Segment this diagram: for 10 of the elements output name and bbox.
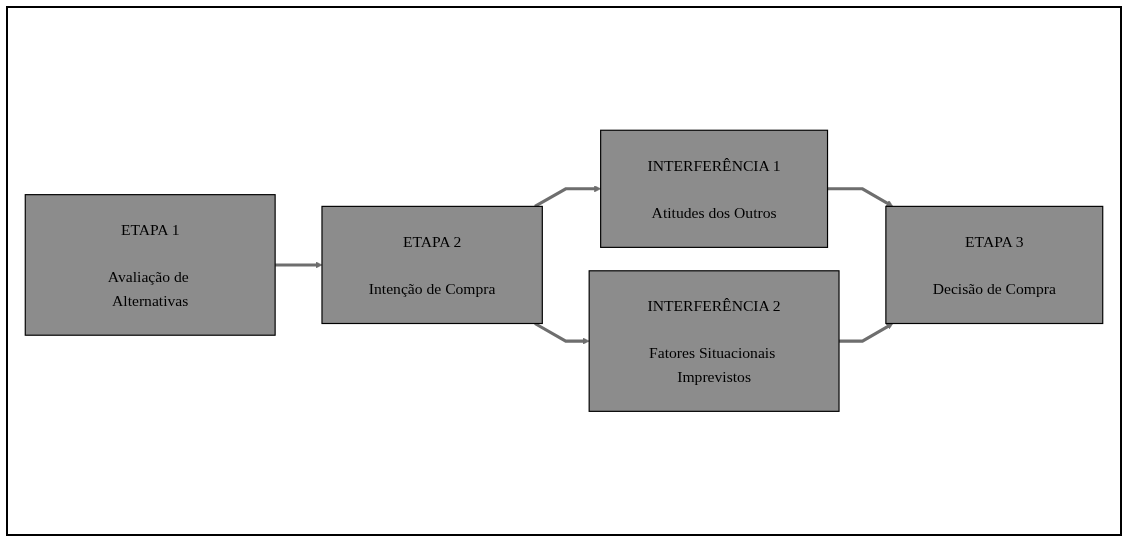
arrow bbox=[839, 323, 894, 343]
arrow bbox=[534, 185, 601, 208]
node-box bbox=[24, 194, 276, 336]
frame-border: ETAPA 1 Avaliação de Alternativas ETAPA 2 Intenção de Compra INTERFERÊNCIA 1 Atitudes dos Outros INTERFERÊNCIA 2 Fatores Situacionais Imprevistos ETAPA 3 Decisão de Compra bbox=[6, 6, 1122, 536]
node-box bbox=[321, 206, 543, 325]
node-box bbox=[600, 129, 829, 249]
arrow bbox=[534, 322, 590, 345]
node-box bbox=[588, 270, 840, 413]
node-box bbox=[885, 206, 1104, 325]
arrow bbox=[827, 187, 894, 207]
